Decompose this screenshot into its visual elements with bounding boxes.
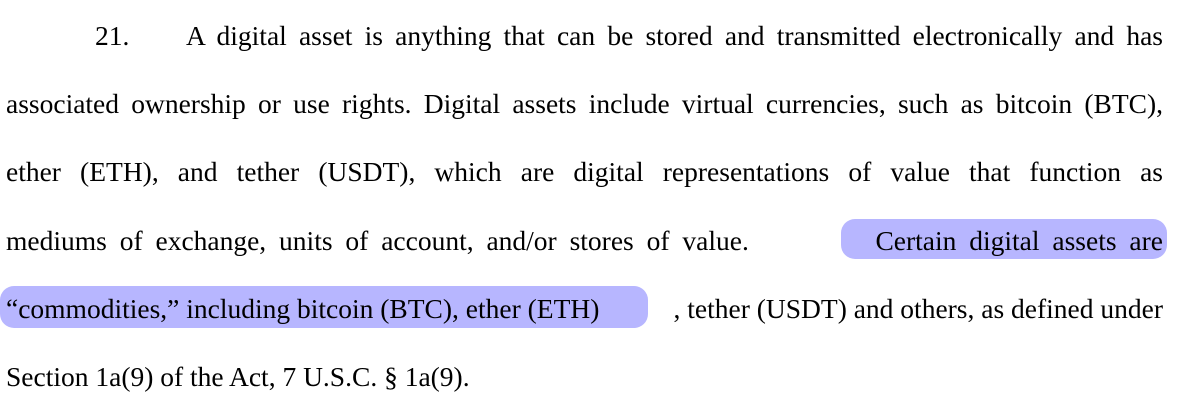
text-line-2: associated ownership or use rights. Digi… <box>6 88 1163 119</box>
paragraph-number: 21. <box>95 20 130 51</box>
highlighted-text: Certain digital assets are <box>875 225 1163 256</box>
highlighted-text: “commodities,” including bitcoin (BTC), … <box>6 293 600 324</box>
text-line-3: ether (ETH), and tether (USDT), which ar… <box>6 156 1163 187</box>
text-line-1: A digital asset is anything that can be … <box>186 20 1163 51</box>
highlight-mark <box>0 286 648 328</box>
text-line-6: Section 1a(9) of the Act, 7 U.S.C. § 1a(… <box>6 361 470 392</box>
text-segment: mediums of exchange, units of account, a… <box>6 225 749 256</box>
text-line-5: “commodities,” including bitcoin (BTC), … <box>6 289 1163 329</box>
text-line-4: mediums of exchange, units of account, a… <box>6 221 1163 261</box>
highlight-mark <box>841 219 1167 259</box>
text-segment: , tether (USDT) and others, as defined u… <box>673 293 1164 324</box>
